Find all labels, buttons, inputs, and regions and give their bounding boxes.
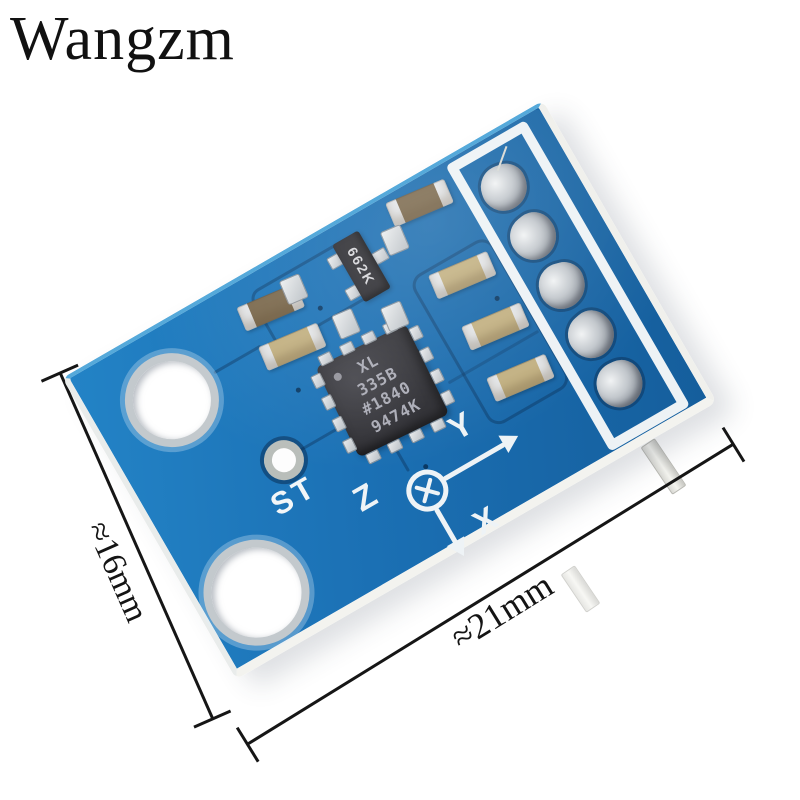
header-pin xyxy=(560,565,601,613)
smd-capacitor xyxy=(384,178,455,228)
axis-y-arrowhead xyxy=(498,427,524,453)
dimension-label-width: ≈21mm xyxy=(443,564,560,658)
axis-z-label: Z xyxy=(346,476,384,520)
trace xyxy=(213,344,262,375)
axis-y-label: Y xyxy=(441,404,480,448)
axis-y-arrow xyxy=(442,442,506,482)
dimension-tick xyxy=(193,709,232,729)
mounting-hole xyxy=(107,335,237,465)
pcb-board: ST XL 335B #1840 9474K 662K xyxy=(62,100,717,680)
axis-x-arrow xyxy=(433,507,459,545)
brand-text: Wangzm xyxy=(10,5,235,73)
dimension-tick xyxy=(721,426,746,463)
via xyxy=(294,386,302,394)
mounting-hole xyxy=(184,520,329,666)
dimension-label-height: ≈16mm xyxy=(79,516,156,628)
dimension-tick xyxy=(235,726,260,763)
axis-x-label: X xyxy=(466,498,504,542)
